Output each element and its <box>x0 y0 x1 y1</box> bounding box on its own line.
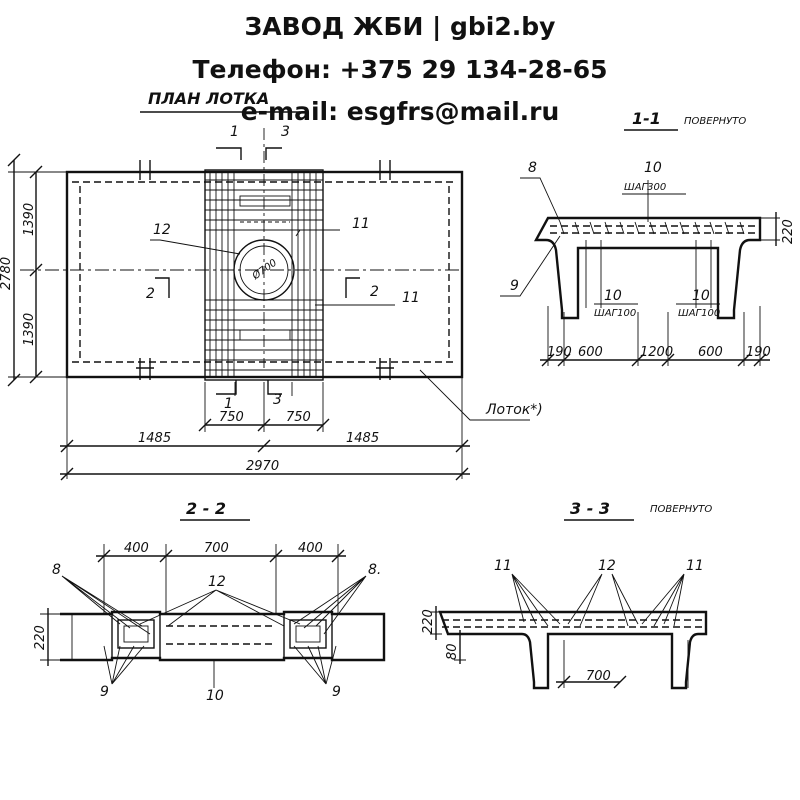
section-2-2-height: 220 <box>33 625 48 650</box>
dim-left-part: 1485 <box>138 431 171 446</box>
section-1-1-title: 1-1 <box>632 109 661 128</box>
section-3-3-opening: 700 <box>586 669 611 684</box>
dim-right-part: 1485 <box>346 431 379 446</box>
section-1-1-step-right: ШАГ100 <box>678 308 720 319</box>
cut-3-bottom: 3 <box>273 392 282 408</box>
section-3-3-note: ПОВЕРНУТО <box>650 504 712 515</box>
section-3-3-title: 3 - 3 <box>570 499 610 518</box>
section-2-2: 2 - 2 400 700 400 220 8 8. 12 9 9 10 <box>33 499 386 704</box>
dim-upper-half: 1390 <box>22 203 37 236</box>
dim-total-height: 2780 <box>0 257 14 290</box>
tray-label: Лоток*) <box>485 402 543 418</box>
section-3-3-height: 220 <box>421 609 436 634</box>
header-company: ЗАВОД ЖБИ | gbi2.by <box>244 12 556 41</box>
section-1-1-callout-8: 8 <box>528 160 537 176</box>
section-3-3-callout-11-left: 11 <box>494 558 512 574</box>
section-1-1-step-top: ШАГ300 <box>624 182 666 193</box>
section-1-1-note: ПОВЕРНУТО <box>684 116 746 127</box>
section-1-1-rebar-left: 10 <box>604 288 622 304</box>
plan-slab-outline <box>65 170 464 379</box>
section-3-3: 3 - 3 ПОВЕРНУТО 220 80 700 11 12 11 <box>421 499 712 690</box>
plan-callout-12: 12 <box>153 222 171 238</box>
section-3-3-callout-12: 12 <box>598 558 616 574</box>
section-2-2-callout-9-right: 9 <box>332 684 341 700</box>
section-2-2-callout-8-right: 8. <box>368 562 381 578</box>
plan-title: ПЛАН ЛОТКА <box>148 89 269 108</box>
section-2-2-dim-3: 400 <box>298 541 323 556</box>
section-2-2-callout-8-left: 8 <box>52 562 61 578</box>
section-2-2-callout-9-left: 9 <box>100 684 109 700</box>
section-2-2-title: 2 - 2 <box>186 499 226 518</box>
section-1-1-step-left: ШАГ100 <box>594 308 636 319</box>
section-3-3-depth: 80 <box>445 643 460 660</box>
cut-1-bottom: 1 <box>224 396 233 412</box>
section-3-3-callout-11-right: 11 <box>686 558 704 574</box>
plan-view: ПЛАН ЛОТКА Ø700 1 3 <box>0 89 543 481</box>
section-2-2-callout-12: 12 <box>208 574 226 590</box>
section-1-1-rebar-right: 10 <box>692 288 710 304</box>
cut-2-left: 2 <box>146 286 155 302</box>
section-1-1-dim-4: 600 <box>698 345 723 360</box>
section-1-1-dim-2: 600 <box>578 345 603 360</box>
cut-2-right: 2 <box>370 284 379 300</box>
dim-left-opening: 750 <box>219 410 244 425</box>
section-2-2-dim-1: 400 <box>124 541 149 556</box>
plan-callout-11-lower: 11 <box>402 290 420 306</box>
header-phone: Телефон: +375 29 134-28-65 <box>192 55 608 84</box>
section-1-1-callout-9: 9 <box>510 278 519 294</box>
section-1-1-dim-3: 1200 <box>640 345 673 360</box>
header-email: e-mail: esgfrs@mail.ru <box>240 97 560 126</box>
cut-1-top: 1 <box>230 124 239 140</box>
section-3-3-profile <box>438 610 708 690</box>
cut-3-top: 3 <box>281 124 290 140</box>
section-2-2-callout-10: 10 <box>206 688 224 704</box>
dim-right-opening: 750 <box>286 410 311 425</box>
section-1-1-height: 220 <box>781 219 796 244</box>
section-1-1: 1-1 ПОВЕРНУТО 8 10 ШАГ300 9 10 ШАГ100 10… <box>500 109 796 367</box>
section-1-1-profile <box>533 216 762 320</box>
dim-total-length: 2970 <box>246 459 279 474</box>
section-2-2-slab <box>60 610 386 662</box>
plan-callout-11-upper: 11 <box>352 216 370 232</box>
section-2-2-dim-2: 700 <box>204 541 229 556</box>
section-1-1-dim-5: 190 <box>746 345 771 360</box>
section-1-1-callout-10: 10 <box>644 160 662 176</box>
section-1-1-dim-1: 190 <box>547 345 572 360</box>
dim-lower-half: 1390 <box>22 313 37 346</box>
